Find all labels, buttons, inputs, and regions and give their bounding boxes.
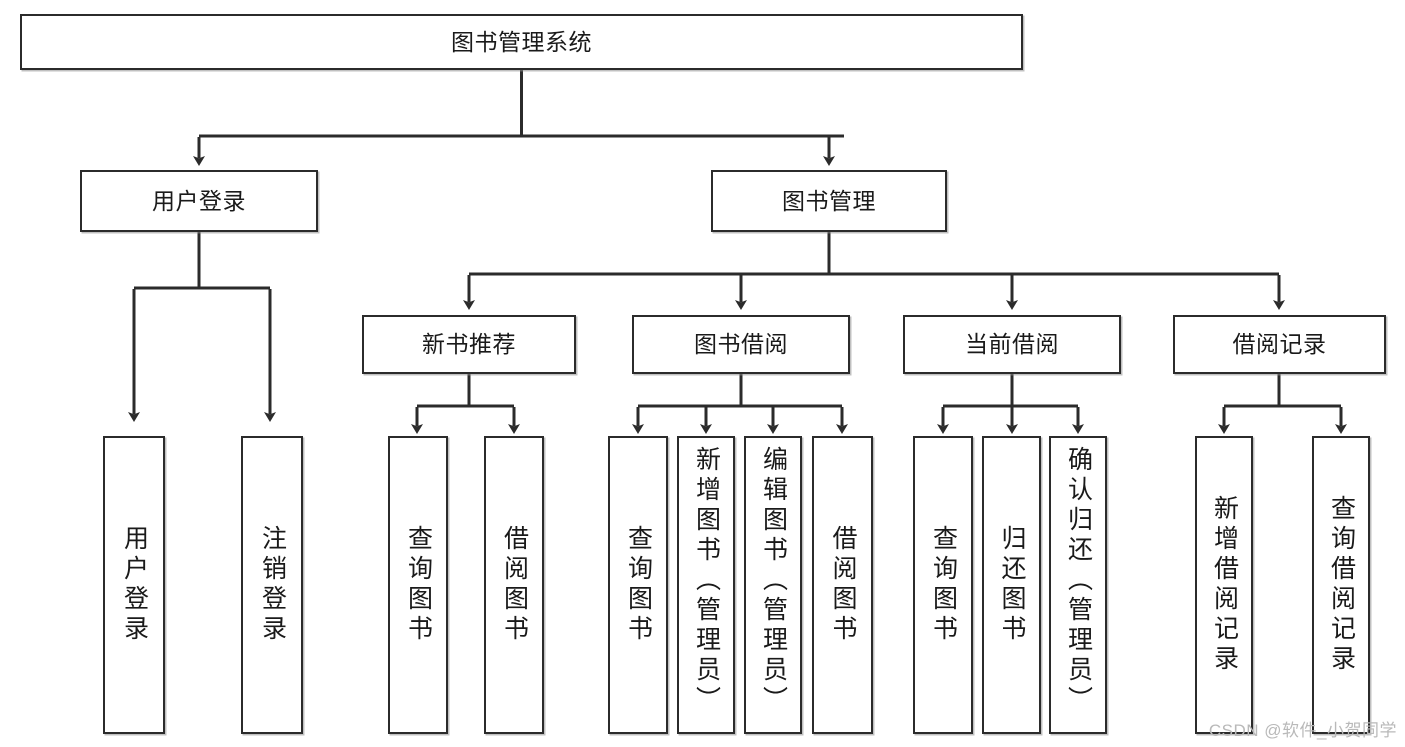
node-leaf-query-book-3[interactable]: 查询图书: [913, 436, 973, 734]
node-leaf-borrow-book-1-label: 借阅图书: [500, 525, 529, 645]
node-leaf-query-book-1-label: 查询图书: [404, 525, 433, 645]
node-user-login[interactable]: 用户登录: [80, 170, 318, 232]
node-book-management-label: 图书管理: [782, 187, 876, 214]
node-leaf-query-record[interactable]: 查询借阅记录: [1312, 436, 1370, 734]
node-leaf-query-book-2[interactable]: 查询图书: [608, 436, 668, 734]
node-book-management[interactable]: 图书管理: [711, 170, 947, 232]
node-leaf-add-book-label: 新增图书（管理员）: [692, 446, 721, 716]
node-leaf-query-book-1[interactable]: 查询图书: [388, 436, 448, 734]
node-leaf-confirm-return[interactable]: 确认归还（管理员）: [1049, 436, 1107, 734]
node-borrow-record[interactable]: 借阅记录: [1173, 315, 1386, 374]
node-leaf-add-book[interactable]: 新增图书（管理员）: [677, 436, 735, 734]
node-current-borrow[interactable]: 当前借阅: [903, 315, 1121, 374]
node-leaf-add-record[interactable]: 新增借阅记录: [1195, 436, 1253, 734]
node-leaf-edit-book-label: 编辑图书（管理员）: [759, 446, 788, 716]
node-leaf-logout-login[interactable]: 注销登录: [241, 436, 303, 734]
node-new-book-recommend[interactable]: 新书推荐: [362, 315, 576, 374]
node-book-borrow-label: 图书借阅: [694, 331, 788, 358]
node-leaf-query-record-label: 查询借阅记录: [1327, 495, 1356, 675]
node-leaf-query-book-3-label: 查询图书: [929, 525, 958, 645]
node-current-borrow-label: 当前借阅: [965, 331, 1059, 358]
node-leaf-query-book-2-label: 查询图书: [624, 525, 653, 645]
node-leaf-return-book[interactable]: 归还图书: [982, 436, 1041, 734]
node-borrow-record-label: 借阅记录: [1232, 331, 1327, 358]
node-leaf-logout-login-label: 注销登录: [258, 525, 287, 645]
node-root[interactable]: 图书管理系统: [20, 14, 1023, 70]
node-leaf-return-book-label: 归还图书: [998, 525, 1026, 645]
node-root-label: 图书管理系统: [451, 28, 592, 55]
node-book-borrow[interactable]: 图书借阅: [632, 315, 850, 374]
node-leaf-user-login-label: 用户登录: [120, 525, 149, 645]
node-leaf-confirm-return-label: 确认归还（管理员）: [1064, 446, 1093, 716]
node-new-book-recommend-label: 新书推荐: [422, 331, 516, 358]
node-leaf-add-record-label: 新增借阅记录: [1210, 495, 1239, 675]
node-leaf-borrow-book-2[interactable]: 借阅图书: [812, 436, 873, 734]
node-leaf-user-login[interactable]: 用户登录: [103, 436, 165, 734]
node-leaf-borrow-book-1[interactable]: 借阅图书: [484, 436, 544, 734]
node-user-login-label: 用户登录: [152, 187, 246, 214]
node-leaf-edit-book[interactable]: 编辑图书（管理员）: [744, 436, 802, 734]
node-leaf-borrow-book-2-label: 借阅图书: [829, 525, 857, 645]
